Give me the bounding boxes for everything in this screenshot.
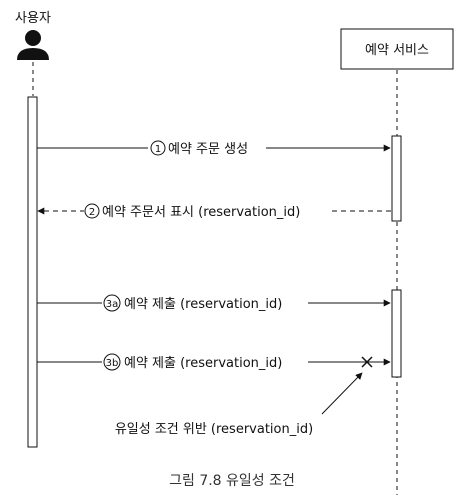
message-2-label: 예약 주문서 표시 (reservation_id) <box>102 205 300 220</box>
service-actor-box <box>340 28 454 70</box>
user-person-icon <box>17 30 49 60</box>
message-3a-label: 예약 제출 (reservation_id) <box>124 297 282 312</box>
message-1-label: 예약 주문 생성 <box>168 142 248 157</box>
user-actor-label: 사용자 <box>15 11 51 26</box>
figure-caption: 그림 7.8 유일성 조건 <box>169 473 295 489</box>
message-3b-label-bg <box>102 352 308 372</box>
message-2-label-bg <box>84 201 328 221</box>
service-activation-bar-1 <box>391 135 402 222</box>
user-activation-bar <box>27 96 38 448</box>
message-1-label-bg <box>148 138 266 158</box>
service-actor-label: 예약 서비스 <box>365 43 429 58</box>
message-2-marker: 2 <box>84 203 100 219</box>
message-3b-label: 예약 제출 (reservation_id) <box>124 356 282 371</box>
message-3b-marker-text: 3b <box>106 358 119 369</box>
annotation-label: 유일성 조건 위반 (reservation_id) <box>115 422 313 437</box>
annotation-arrow <box>321 372 363 415</box>
violation-x-mark <box>361 356 373 368</box>
message-3a-marker: 3a <box>103 294 121 312</box>
message-3a-marker-text: 3a <box>106 299 119 310</box>
message-1-marker: 1 <box>150 140 166 156</box>
service-activation-bar-2 <box>391 289 402 378</box>
message-2-marker-text: 2 <box>89 207 95 218</box>
message-3a-label-bg <box>102 293 308 313</box>
message-3b-marker: 3b <box>103 353 121 371</box>
message-1-marker-text: 1 <box>155 144 161 155</box>
